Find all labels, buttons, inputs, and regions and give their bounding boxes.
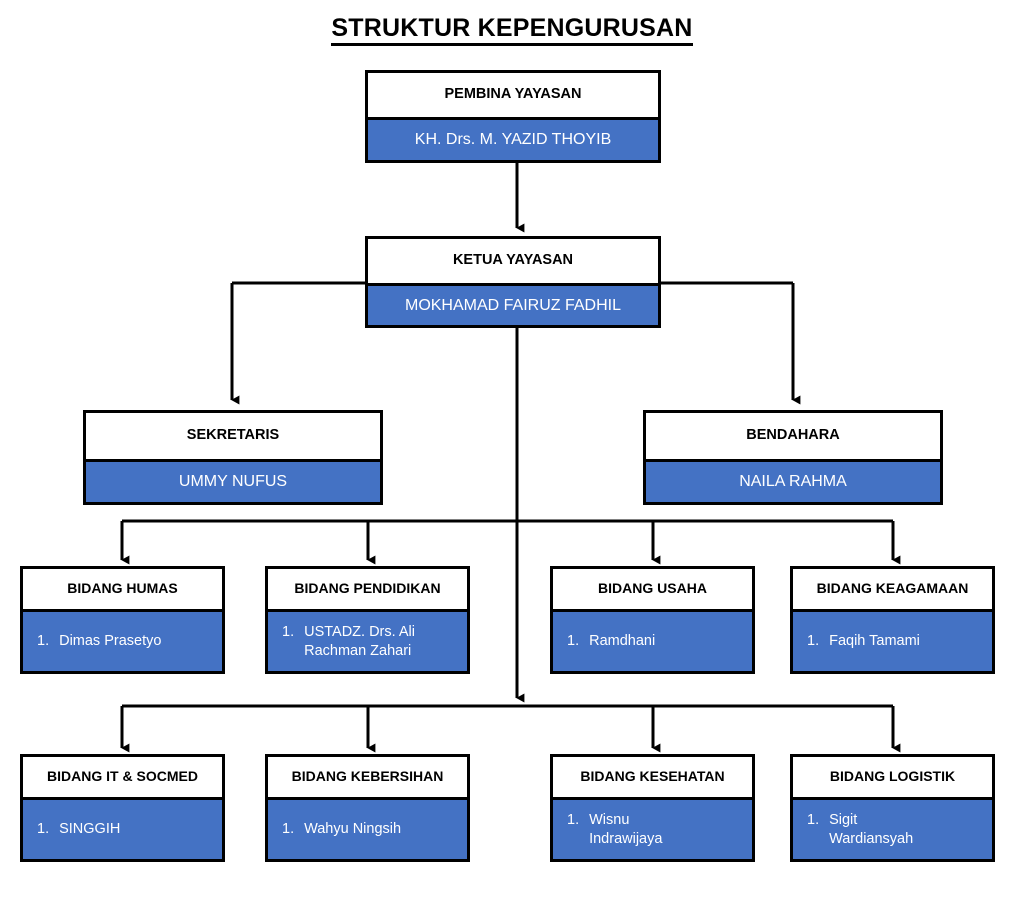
node-bidang-kesehatan-title: BIDANG KESEHATAN: [553, 757, 752, 797]
node-bidang-kebersihan-members: 1. Wahyu Ningsih: [268, 797, 467, 859]
member-list: 1. Wisnu Indrawijaya: [567, 811, 744, 847]
node-bidang-humas-members: 1. Dimas Prasetyo: [23, 609, 222, 671]
node-bidang-it-socmed-title: BIDANG IT & SOCMED: [23, 757, 222, 797]
member-name: Wisnu Indrawijaya: [589, 812, 663, 847]
member-list: 1. Sigit Wardiansyah: [807, 811, 984, 847]
node-bendahara-title: BENDAHARA: [646, 413, 940, 459]
node-bidang-logistik-members: 1. Sigit Wardiansyah: [793, 797, 992, 859]
list-item: 1. Ramdhani: [567, 632, 744, 650]
node-bidang-logistik[interactable]: BIDANG LOGISTIK 1. Sigit Wardiansyah: [790, 754, 995, 862]
node-bidang-pendidikan-title: BIDANG PENDIDIKAN: [268, 569, 467, 609]
member-list: 1. USTADZ. Drs. Ali Rachman Zahari: [282, 623, 459, 659]
node-bidang-usaha[interactable]: BIDANG USAHA 1. Ramdhani: [550, 566, 755, 674]
member-list: 1. Faqih Tamami: [807, 632, 984, 650]
member-number: 1.: [807, 812, 820, 829]
node-bidang-it-socmed[interactable]: BIDANG IT & SOCMED 1. SINGGIH: [20, 754, 225, 862]
node-bendahara-name: NAILA RAHMA: [646, 459, 940, 502]
member-name: Sigit Wardiansyah: [829, 812, 914, 847]
node-bidang-pendidikan-members: 1. USTADZ. Drs. Ali Rachman Zahari: [268, 609, 467, 671]
member-name: Wahyu Ningsih: [304, 821, 402, 838]
list-item: 1. Faqih Tamami: [807, 632, 984, 650]
member-name: Ramdhani: [589, 633, 656, 650]
node-bidang-logistik-title: BIDANG LOGISTIK: [793, 757, 992, 797]
node-pembina-yayasan[interactable]: PEMBINA YAYASAN KH. Drs. M. YAZID THOYIB: [365, 70, 661, 163]
member-name: SINGGIH: [59, 821, 121, 838]
node-pembina-name: KH. Drs. M. YAZID THOYIB: [368, 117, 658, 160]
member-number: 1.: [282, 624, 295, 641]
member-list: 1. Dimas Prasetyo: [37, 632, 214, 650]
member-name: USTADZ. Drs. Ali Rachman Zahari: [304, 624, 415, 659]
node-bidang-kebersihan-title: BIDANG KEBERSIHAN: [268, 757, 467, 797]
node-ketua-name: MOKHAMAD FAIRUZ FADHIL: [368, 283, 658, 325]
node-bidang-usaha-title: BIDANG USAHA: [553, 569, 752, 609]
page-title: STRUKTUR KEPENGURUSAN: [0, 14, 1024, 46]
list-item: 1. Dimas Prasetyo: [37, 632, 214, 650]
node-bidang-kesehatan-members: 1. Wisnu Indrawijaya: [553, 797, 752, 859]
list-item: 1. USTADZ. Drs. Ali Rachman Zahari: [282, 623, 459, 659]
member-number: 1.: [567, 633, 580, 650]
member-list: 1. Wahyu Ningsih: [282, 820, 459, 838]
node-bidang-humas[interactable]: BIDANG HUMAS 1. Dimas Prasetyo: [20, 566, 225, 674]
node-bidang-kebersihan[interactable]: BIDANG KEBERSIHAN 1. Wahyu Ningsih: [265, 754, 470, 862]
member-number: 1.: [807, 633, 820, 650]
member-number: 1.: [567, 812, 580, 829]
list-item: 1. SINGGIH: [37, 820, 214, 838]
member-list: 1. SINGGIH: [37, 820, 214, 838]
member-number: 1.: [37, 821, 50, 838]
node-bidang-keagamaan-members: 1. Faqih Tamami: [793, 609, 992, 671]
node-bidang-it-socmed-members: 1. SINGGIH: [23, 797, 222, 859]
node-bidang-humas-title: BIDANG HUMAS: [23, 569, 222, 609]
member-number: 1.: [282, 821, 295, 838]
page-title-text: STRUKTUR KEPENGURUSAN: [331, 14, 693, 46]
node-pembina-title: PEMBINA YAYASAN: [368, 73, 658, 117]
list-item: 1. Sigit Wardiansyah: [807, 811, 984, 847]
node-ketua-yayasan[interactable]: KETUA YAYASAN MOKHAMAD FAIRUZ FADHIL: [365, 236, 661, 328]
node-bidang-pendidikan[interactable]: BIDANG PENDIDIKAN 1. USTADZ. Drs. Ali Ra…: [265, 566, 470, 674]
member-number: 1.: [37, 633, 50, 650]
member-name: Dimas Prasetyo: [59, 633, 162, 650]
node-bendahara[interactable]: BENDAHARA NAILA RAHMA: [643, 410, 943, 505]
member-list: 1. Ramdhani: [567, 632, 744, 650]
member-name: Faqih Tamami: [829, 633, 920, 650]
node-bidang-keagamaan[interactable]: BIDANG KEAGAMAAN 1. Faqih Tamami: [790, 566, 995, 674]
node-sekretaris-name: UMMY NUFUS: [86, 459, 380, 502]
node-bidang-kesehatan[interactable]: BIDANG KESEHATAN 1. Wisnu Indrawijaya: [550, 754, 755, 862]
list-item: 1. Wisnu Indrawijaya: [567, 811, 744, 847]
list-item: 1. Wahyu Ningsih: [282, 820, 459, 838]
node-bidang-usaha-members: 1. Ramdhani: [553, 609, 752, 671]
node-bidang-keagamaan-title: BIDANG KEAGAMAAN: [793, 569, 992, 609]
node-sekretaris[interactable]: SEKRETARIS UMMY NUFUS: [83, 410, 383, 505]
node-ketua-title: KETUA YAYASAN: [368, 239, 658, 283]
node-sekretaris-title: SEKRETARIS: [86, 413, 380, 459]
